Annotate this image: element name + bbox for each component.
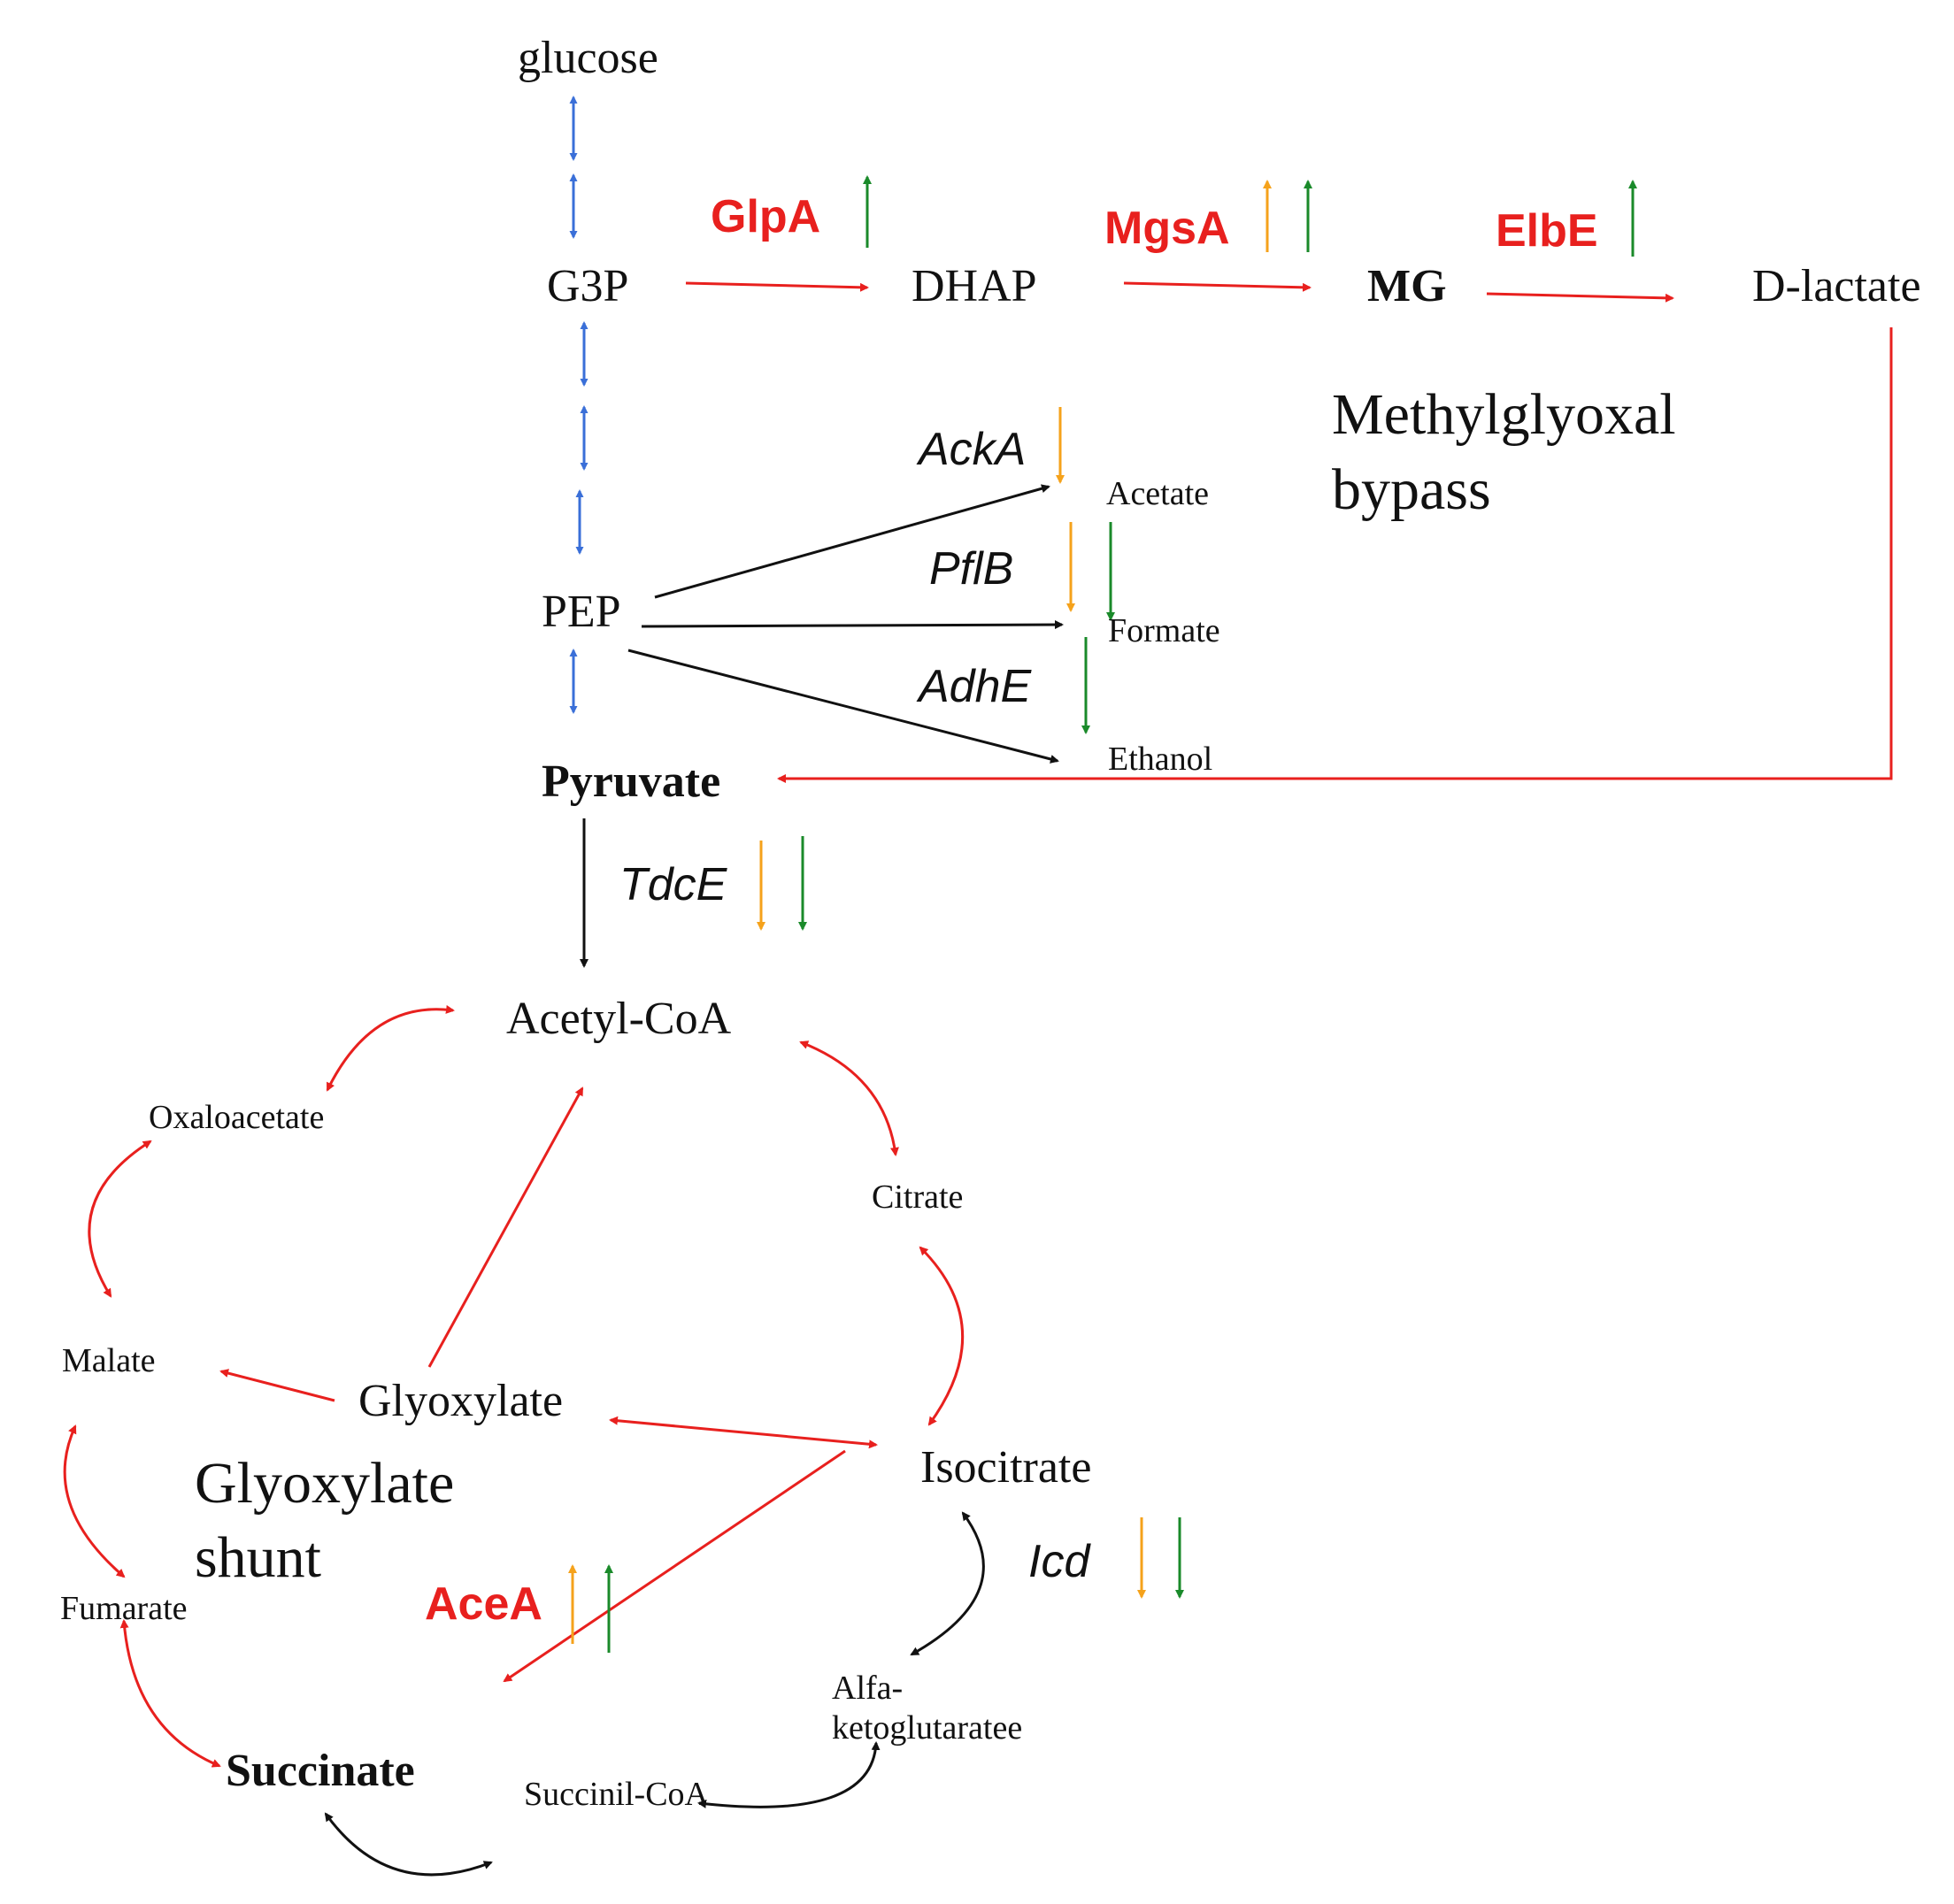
- enzyme-pflb: PflB: [929, 543, 1013, 595]
- metabolite-oxaloacetate: Oxaloacetate: [149, 1099, 324, 1136]
- glyoxylate-shunt-line2: shunt: [195, 1525, 321, 1590]
- glycolysis-arrows: [569, 96, 589, 714]
- metabolite-d-lactate: D-lactate: [1752, 261, 1921, 311]
- enzyme-labels: GlpA MgsA ElbE AckA PflB AdhE TdcE AceA …: [425, 191, 1598, 1630]
- enzyme-acka: AckA: [916, 424, 1026, 475]
- metabolite-citrate: Citrate: [872, 1178, 963, 1216]
- methylglyoxal-bypass-line2: bypass: [1332, 457, 1491, 522]
- metabolite-formate: Formate: [1108, 612, 1220, 649]
- methylglyoxal-arrows: [685, 281, 1893, 783]
- metabolite-acetyl-coa: Acetyl-CoA: [506, 994, 732, 1044]
- enzyme-elbe: ElbE: [1496, 205, 1598, 257]
- metabolite-pyruvate: Pyruvate: [542, 756, 720, 807]
- enzyme-adhe: AdhE: [916, 661, 1033, 712]
- pathway-labels: Methylglyoxal bypass Glyoxylate shunt: [195, 382, 1676, 1590]
- metabolite-isocitrate: Isocitrate: [920, 1442, 1091, 1493]
- metabolite-ethanol: Ethanol: [1108, 741, 1212, 778]
- metabolite-pep: PEP: [542, 587, 621, 637]
- metabolite-malate: Malate: [62, 1342, 156, 1379]
- tca-black-arrows: [324, 1511, 985, 1877]
- metabolite-alfa-line2: ketoglutaratee: [832, 1709, 1022, 1747]
- metabolite-labels: glucose G3P DHAP MG D-lactate PEP Acetat…: [60, 33, 1921, 1813]
- metabolite-alfa-line1: Alfa-: [832, 1670, 903, 1707]
- metabolite-glucose: glucose: [518, 33, 658, 83]
- metabolite-succinil-coa: Succinil-CoA: [524, 1776, 710, 1813]
- tca-red-arrows: [63, 1005, 964, 1768]
- metabolite-mg: MG: [1367, 261, 1447, 311]
- metabolite-fumarate: Fumarate: [60, 1590, 188, 1627]
- regulation-arrows: [568, 175, 1637, 1653]
- methylglyoxal-bypass-line1: Methylglyoxal: [1332, 382, 1676, 447]
- enzyme-acea: AceA: [425, 1578, 542, 1630]
- fermentation-arrows: [580, 484, 1064, 968]
- enzyme-icd: Icd: [1028, 1536, 1091, 1587]
- metabolite-succinate: Succinate: [226, 1746, 415, 1796]
- metabolite-g3p: G3P: [547, 261, 628, 311]
- glyoxylate-shunt-line1: Glyoxylate: [195, 1451, 454, 1516]
- enzyme-mgsa: MgsA: [1104, 203, 1230, 254]
- metabolite-glyoxylate: Glyoxylate: [358, 1376, 563, 1426]
- metabolite-acetate: Acetate: [1106, 475, 1209, 512]
- metabolite-dhap: DHAP: [912, 261, 1037, 311]
- enzyme-glpa: GlpA: [711, 191, 820, 242]
- enzyme-tdce: TdcE: [619, 859, 728, 910]
